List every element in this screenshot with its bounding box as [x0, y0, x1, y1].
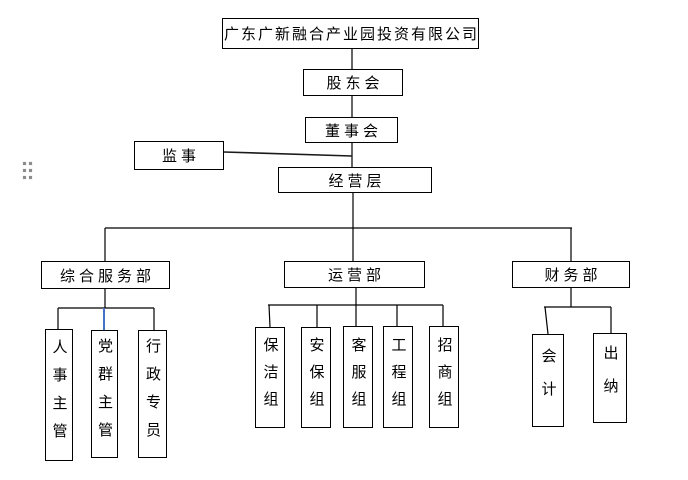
org-box-party-mass-supervisor-label: 党群主管 [96, 338, 112, 450]
org-box-supervisor-label: 监事 [161, 149, 200, 165]
org-box-shareholders[interactable]: 股东会 [303, 69, 403, 96]
org-box-investment-group[interactable]: 招商组 [429, 326, 459, 428]
org-box-board-label: 董事会 [324, 123, 382, 140]
org-box-dept-operations[interactable]: 运营部 [284, 261, 425, 288]
org-box-dept-operations-label: 运营部 [327, 268, 385, 284]
connector-supervisor[interactable] [223, 151, 353, 157]
org-box-engineering-group-label: 工程组 [389, 336, 406, 418]
org-box-dept-general-services[interactable]: 综合服务部 [41, 261, 170, 289]
org-box-party-mass-supervisor[interactable]: 党群主管 [91, 330, 118, 458]
org-box-investment-group-label: 招商组 [435, 336, 452, 418]
org-box-admin-specialist[interactable]: 行政专员 [138, 330, 167, 458]
org-box-cleaning-group-label: 保洁组 [261, 337, 278, 418]
org-box-engineering-group[interactable]: 工程组 [383, 326, 413, 428]
connector-dept2-child1[interactable] [268, 304, 271, 328]
drag-handle-dots[interactable] [23, 162, 32, 179]
org-box-supervisor[interactable]: 监事 [134, 141, 224, 170]
org-box-customer-service-group[interactable]: 客服组 [343, 326, 373, 428]
org-box-cashier[interactable]: 出纳 [593, 333, 627, 423]
org-box-management[interactable]: 经营层 [278, 167, 432, 193]
org-box-hr-supervisor[interactable]: 人事主管 [45, 329, 73, 461]
drag-handle-dot [23, 176, 26, 179]
drag-handle-dot [29, 162, 32, 165]
drag-handle-dot [23, 162, 26, 165]
org-box-shareholders-label: 股东会 [326, 76, 384, 92]
org-box-security-group[interactable]: 安保组 [301, 327, 331, 428]
org-box-customer-service-group-label: 客服组 [349, 336, 366, 418]
org-box-accountant-label: 会计 [539, 347, 556, 414]
org-box-dept-finance-label: 财务部 [544, 268, 602, 284]
org-box-admin-specialist-label: 行政专员 [144, 338, 160, 450]
connector-dept3-child1[interactable] [544, 306, 549, 335]
org-box-dept-finance[interactable]: 财务部 [512, 261, 630, 288]
drag-handle-dot [29, 176, 32, 179]
org-box-board[interactable]: 董事会 [305, 117, 398, 143]
org-box-hr-supervisor-label: 人事主管 [50, 339, 67, 451]
org-box-company-label: 广东广新融合产业园投资有限公司 [224, 27, 480, 43]
drag-handle-dot [23, 169, 26, 172]
org-box-company[interactable]: 广东广新融合产业园投资有限公司 [222, 18, 479, 49]
org-box-management-label: 经营层 [328, 173, 386, 190]
org-box-dept-general-services-label: 综合服务部 [59, 268, 155, 285]
org-box-accountant[interactable]: 会计 [532, 334, 564, 427]
org-box-security-group-label: 安保组 [307, 337, 324, 418]
drag-handle-dot [29, 169, 32, 172]
org-box-cashier-label: 出纳 [601, 345, 618, 411]
org-box-cleaning-group[interactable]: 保洁组 [255, 327, 285, 428]
